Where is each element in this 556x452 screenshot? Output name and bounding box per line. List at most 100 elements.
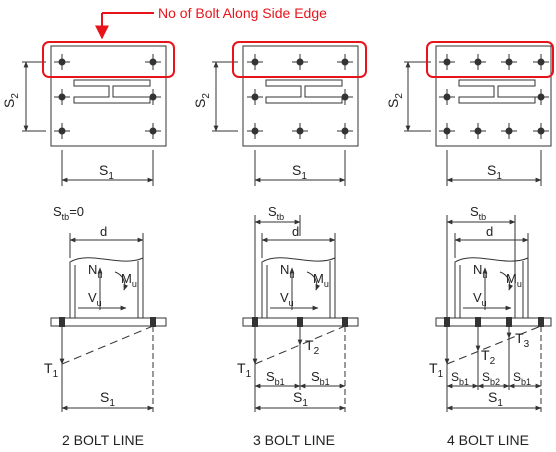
mu-label: Mu — [506, 271, 522, 289]
bolt — [247, 54, 263, 70]
sb1-label: Sb1 — [311, 369, 330, 387]
nu-label: Nu — [280, 262, 294, 280]
column-section — [73, 79, 151, 104]
d-label: d — [292, 224, 299, 239]
bolt-section — [538, 317, 544, 327]
bolt-group — [439, 54, 549, 139]
column-section — [265, 79, 343, 104]
vu-label: Vu — [280, 290, 294, 308]
column-section — [458, 79, 536, 104]
tension-line — [254, 325, 346, 365]
caption: 2 BOLT LINE — [62, 432, 144, 448]
vu-label: Vu — [88, 290, 102, 308]
mu-arrow — [114, 271, 129, 291]
callout-text: No of Bolt Along Side Edge — [158, 5, 327, 21]
t1-label: T1 — [429, 360, 444, 380]
sb1-label: Sb1 — [451, 370, 469, 387]
s2-label: S2 — [385, 93, 405, 108]
bolt — [501, 54, 517, 70]
sb2-label: Sb2 — [482, 370, 500, 387]
sb1-label: Sb1 — [513, 370, 531, 387]
tension-line — [446, 325, 542, 365]
bolt-section — [342, 317, 348, 327]
bolt-section — [59, 317, 65, 327]
bolt — [292, 123, 308, 139]
column-profile — [454, 257, 529, 318]
stb-label: Stb — [268, 204, 284, 222]
bolt — [337, 54, 353, 70]
side-edge-highlight — [42, 41, 175, 78]
mu-label: Mu — [121, 271, 137, 289]
bolt-section — [444, 317, 450, 327]
base-plate-section — [50, 317, 167, 327]
plan-view — [212, 45, 359, 186]
vu-label: Vu — [473, 290, 487, 308]
t1-label: T1 — [44, 360, 59, 380]
bolt-group — [247, 54, 353, 139]
bolt — [470, 123, 486, 139]
t2-label: T2 — [481, 347, 496, 367]
caption: 4 BOLT LINE — [447, 432, 529, 448]
bolt — [247, 123, 263, 139]
bolt — [439, 54, 455, 70]
bolt — [501, 123, 517, 139]
s1-label: S1 — [487, 162, 502, 182]
t2-label: T2 — [305, 337, 320, 357]
caption: 3 BOLT LINE — [253, 432, 335, 448]
bolt — [439, 123, 455, 139]
sb1-label: Sb1 — [266, 369, 285, 387]
panel-two-bolt: S2 S1 Stb=0 Nu Mu Vu — [1, 41, 175, 448]
bolt — [247, 89, 263, 105]
bolt — [145, 54, 161, 70]
bolt — [439, 89, 455, 105]
plan-view — [22, 45, 167, 186]
bolt — [54, 54, 70, 70]
mu-label: Mu — [313, 271, 329, 289]
callout: No of Bolt Along Side Edge — [95, 5, 327, 40]
s2-label: S2 — [192, 93, 212, 108]
tension-line — [61, 325, 154, 365]
bolt-group — [54, 54, 161, 139]
bolt — [145, 123, 161, 139]
bolt — [145, 89, 161, 105]
panel-three-bolt: S2 S1 S — [192, 41, 367, 448]
s2-label: S2 — [1, 93, 21, 108]
stb-label: Stb=0 — [53, 204, 84, 222]
s1-label: S1 — [292, 162, 307, 182]
column-profile — [261, 257, 336, 318]
nu-label: Nu — [88, 262, 102, 280]
bolt-section — [506, 317, 512, 327]
bolt — [533, 54, 549, 70]
column-profile — [69, 257, 144, 318]
side-edge-highlight — [426, 41, 554, 78]
panel-four-bolt: S2 S1 — [385, 41, 554, 448]
side-edge-highlight — [232, 41, 367, 78]
s1-section-label: S1 — [293, 389, 308, 409]
bolt — [337, 123, 353, 139]
mu-arrow — [306, 271, 321, 291]
s1-label: S1 — [99, 162, 114, 182]
nu-label: Nu — [473, 262, 487, 280]
t1-label: T1 — [237, 360, 252, 380]
s1-section-label: S1 — [488, 389, 503, 409]
bolt-section — [150, 317, 156, 327]
bolt — [470, 54, 486, 70]
bolt-section — [475, 317, 481, 327]
bolt-section — [252, 317, 258, 327]
bolt — [54, 89, 70, 105]
bolt — [337, 89, 353, 105]
bolt — [54, 123, 70, 139]
mu-arrow — [499, 271, 514, 291]
stb-label: Stb — [470, 204, 486, 222]
base-plate — [435, 45, 552, 147]
bolt-section — [297, 317, 303, 327]
base-plate — [50, 45, 167, 147]
bolt — [533, 89, 549, 105]
plan-view — [404, 45, 552, 186]
t3-label: T3 — [515, 330, 530, 350]
base-plate — [242, 45, 359, 147]
bolt — [533, 123, 549, 139]
d-label: d — [486, 224, 493, 239]
d-label: d — [100, 224, 107, 239]
